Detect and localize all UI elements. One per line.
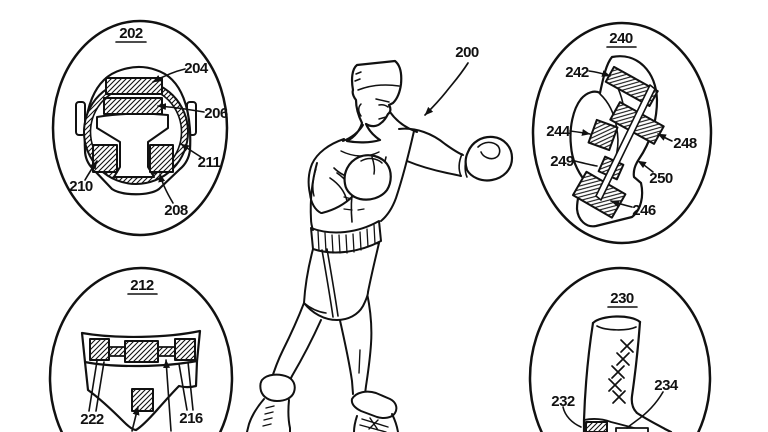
glove-thumb-pad <box>587 118 619 152</box>
glove-callout-ellipse <box>531 21 713 245</box>
trunks-crotch-pad <box>131 388 154 412</box>
ref-label-204: 204 <box>184 60 209 77</box>
headgear-top-pad <box>105 77 163 95</box>
trunks-callout-ellipse <box>48 266 234 432</box>
headgear-left-cheek-pad <box>92 144 118 173</box>
glove-callout <box>531 21 713 245</box>
boxer-front-ankle-cuff <box>350 390 398 419</box>
ref-label-208: 208 <box>164 202 188 219</box>
boxer-back-sock-cuff <box>259 373 296 402</box>
ref-label-249: 249 <box>550 153 574 170</box>
boxer-head-outline <box>345 59 403 144</box>
ref-label-242: 242 <box>565 64 589 81</box>
boot-callout <box>528 266 712 432</box>
boot-leader-lines <box>562 391 664 429</box>
ref-label-232: 232 <box>551 393 575 410</box>
trunks-strip-right <box>157 346 176 357</box>
ref-label-248: 248 <box>673 135 697 152</box>
boxer-front-leg <box>338 292 399 432</box>
label-underlines <box>115 41 638 308</box>
boxer-left-glove <box>343 154 392 201</box>
ref-label-246: 246 <box>632 202 656 219</box>
headgear-right-cheek-pad <box>149 144 174 173</box>
boot-heel-pad <box>585 421 608 432</box>
boxer-head <box>342 59 418 144</box>
trunks-callout <box>48 266 234 432</box>
ref-label-250: 250 <box>649 170 673 187</box>
boot-outline <box>582 315 673 432</box>
ref-label-240: 240 <box>609 30 633 47</box>
trunks-strip-left <box>108 346 126 357</box>
reference-labels: 200 202 204 206 211 210 208 240 242 244 … <box>69 25 697 428</box>
boot-callout-ellipse <box>528 266 712 432</box>
trunks-leader-lines <box>88 359 194 432</box>
ref-label-211: 211 <box>198 154 221 171</box>
ref-label-210: 210 <box>69 178 93 195</box>
trunks-right-pad <box>174 338 196 361</box>
boxer-back-leg <box>246 302 322 432</box>
ref-label-230: 230 <box>610 290 634 307</box>
headgear-callout-ellipse <box>51 19 229 237</box>
boxer-figure <box>246 59 514 432</box>
glove-leader-lines <box>569 70 673 208</box>
boxer-right-arm <box>398 127 514 182</box>
ref-label-206: 206 <box>204 105 228 122</box>
ref-label-222: 222 <box>80 411 104 428</box>
headgear-callout <box>51 19 229 237</box>
boxer-left-arm <box>307 138 392 214</box>
ref-label-202: 202 <box>119 25 143 42</box>
headgear-leader-lines <box>84 68 205 204</box>
ref-label-212: 212 <box>130 277 154 294</box>
ref-label-216: 216 <box>179 410 203 427</box>
trunks-center-pad <box>124 340 159 363</box>
boot-laces <box>608 339 634 404</box>
ref-label-234: 234 <box>654 377 679 394</box>
trunks-left-pad <box>89 338 110 361</box>
glove-strap <box>595 84 656 201</box>
ref-label-200: 200 <box>455 44 479 61</box>
boxer-leader-line <box>424 62 469 116</box>
ref-label-244: 244 <box>546 123 571 140</box>
boxer-trunks <box>303 220 382 321</box>
headgear-brow-pad <box>103 97 163 115</box>
boot-toe-plate <box>615 427 649 432</box>
